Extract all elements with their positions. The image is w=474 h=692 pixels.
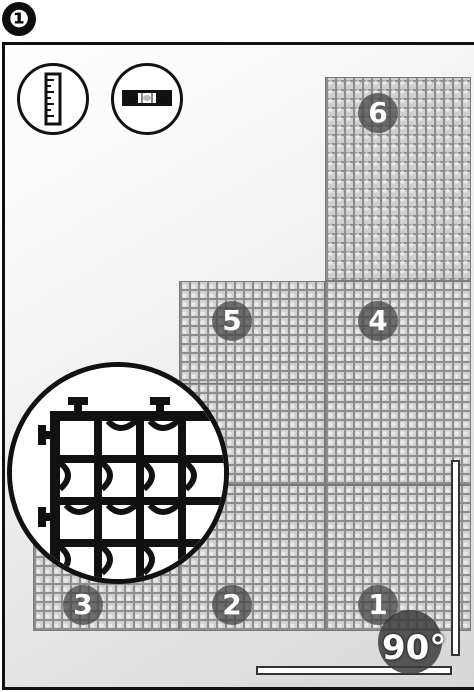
tile-label-6: 6 [358,93,398,133]
tile-1 [325,485,471,631]
level-tool [111,63,183,135]
spirit-level-icon [114,66,180,132]
tile-4-upper [325,383,471,485]
connector-detail-magnifier [7,362,229,584]
tile-label-3: 3 [63,585,103,625]
instruction-panel: 6 5 4 3 2 1 [2,42,474,690]
ruler-tool [17,63,89,135]
tile-label-4: 4 [358,301,398,341]
tile-label-5: 5 [212,301,252,341]
tile-label-2: 2 [212,585,252,625]
ruler-icon [20,66,86,132]
angle-label: 90° [382,628,446,668]
step-number-badge: ❶ [2,2,36,36]
tile-6 [325,77,471,281]
vertical-reference-line [451,460,460,656]
tile-connector-detail [12,367,224,579]
